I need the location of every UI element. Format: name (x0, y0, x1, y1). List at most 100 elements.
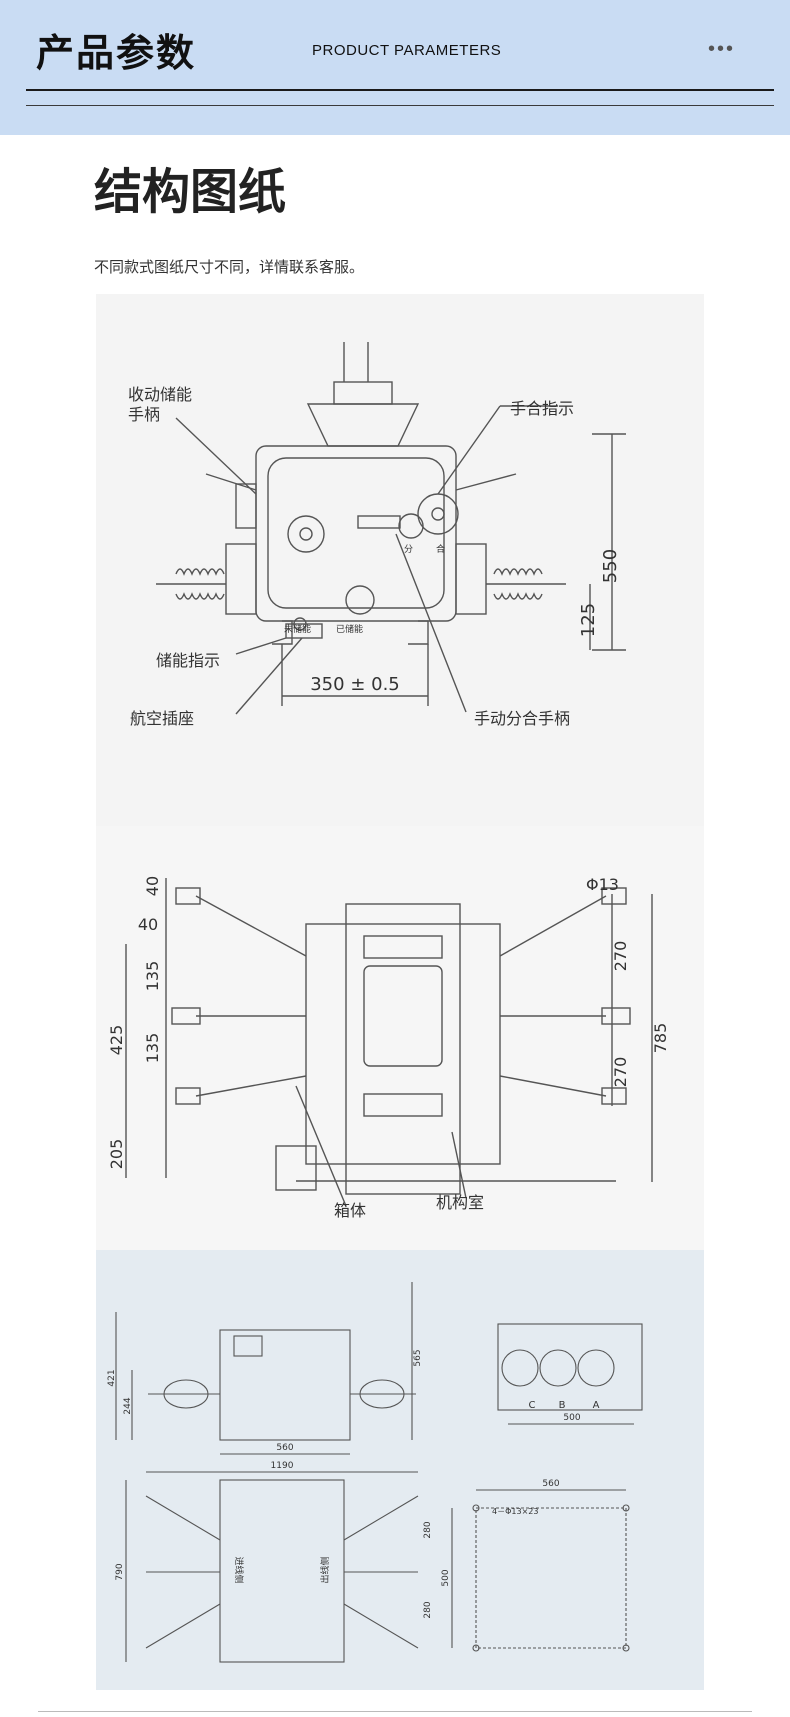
phase-a: A (593, 1400, 600, 1411)
right-foot (408, 620, 429, 645)
label-manual-handle: 手动分合手柄 (474, 709, 570, 728)
dim-500b: 500 (441, 1569, 451, 1586)
top-view-box (305, 923, 501, 1165)
view-d-outline (475, 1507, 627, 1649)
dim-421: 421 (107, 1369, 117, 1386)
leader-manual (395, 533, 467, 713)
leader-close (437, 405, 501, 495)
phase-b: B (559, 1400, 566, 1411)
main-box (255, 445, 457, 622)
leader-storage (235, 637, 287, 655)
top-view-socket (275, 1145, 317, 1191)
top-view-mechanism (345, 903, 461, 1195)
terminal-pad (175, 887, 201, 905)
left-bushing-arms (195, 895, 307, 1097)
top-view-window (363, 965, 443, 1067)
view-c-left-arms (145, 1495, 221, 1649)
mount-hole (472, 1504, 480, 1512)
left-bushing-base (225, 543, 257, 615)
terminal-pad (601, 887, 627, 905)
dim-560b: 560 (542, 1479, 559, 1489)
view-b-box (497, 1323, 643, 1411)
drawing-top-view: 40 40 Φ13 135 135 425 205 270 270 785 箱体… (96, 826, 704, 1250)
top-terminal-block (333, 381, 393, 405)
label-in-line: 进线侧 (233, 1556, 245, 1583)
dim-135b: 135 (143, 1033, 162, 1064)
mount-hole (622, 1504, 630, 1512)
aviation-socket (285, 623, 323, 639)
section-title: 结构图纸 (94, 164, 287, 220)
dim-560a: 560 (276, 1443, 293, 1453)
label-out-line: 出线侧 (319, 1556, 331, 1583)
label-uncharged: 未储能 (284, 623, 311, 635)
leader-mechanism (451, 1131, 467, 1199)
top-view-terminal-top (363, 935, 443, 959)
leader-socket (235, 637, 303, 715)
dim-270a: 270 (611, 941, 630, 972)
inner-panel (267, 457, 445, 609)
label-handle-2: 手柄 (128, 405, 160, 424)
header-title-cn: 产品参数 (36, 31, 197, 75)
dim-565: 565 (413, 1349, 423, 1366)
dim-270b: 270 (611, 1057, 630, 1088)
section-note: 不同款式图纸尺寸不同，详情联系客服。 (94, 258, 365, 276)
dim-785: 785 (651, 1023, 670, 1054)
page-header: 产品参数 PRODUCT PARAMETERS ••• (0, 0, 790, 135)
view-a-window (233, 1335, 263, 1357)
label-open: 分 (404, 544, 413, 555)
terminal-pad (601, 1087, 627, 1105)
header-divider-bottom (26, 105, 774, 106)
view-b-insulator-a (577, 1349, 615, 1387)
terminal-pad (601, 1007, 631, 1025)
switch-bar (357, 515, 401, 529)
close-indicator-center (431, 507, 445, 521)
label-handle: 收动储能 (128, 385, 192, 404)
label-mechanism: 机构室 (436, 1193, 484, 1212)
right-insulator-sheds (493, 568, 543, 600)
dim-790: 790 (115, 1563, 125, 1580)
dim-350: 350 ± 0.5 (310, 674, 400, 695)
label-charged: 已储能 (336, 623, 363, 635)
front-view-svg: 收动储能 手柄 手合指示 储能指示 航空插座 手动分合手柄 分 合 未储能 已储… (128, 342, 626, 728)
switch-knob (398, 513, 424, 539)
dim-125: 125 (578, 603, 599, 637)
left-insulator-sheds (175, 568, 225, 600)
view-c-right-arms (343, 1495, 419, 1649)
multi-view-svg: 421 244 560 565 500 C B A 1190 790 280 2… (107, 1282, 643, 1663)
label-aviation-socket: 航空插座 (130, 709, 194, 728)
label-close: 合 (436, 543, 445, 555)
dim-40a: 40 (143, 876, 162, 896)
dim-500a: 500 (563, 1413, 580, 1423)
handle-dial (287, 515, 325, 553)
drawing-front-view: 收动储能 手柄 手合指示 储能指示 航空插座 手动分合手柄 分 合 未储能 已储… (96, 294, 704, 826)
dim-280a: 280 (423, 1521, 433, 1538)
view-c-box (219, 1479, 345, 1663)
dim-244: 244 (123, 1397, 133, 1414)
more-menu-icon[interactable]: ••• (708, 38, 736, 60)
drawing-multi-view: 421 244 560 565 500 C B A 1190 790 280 2… (96, 1250, 704, 1690)
close-indicator-dial (417, 493, 459, 535)
view-a-right-insulator (359, 1379, 405, 1409)
right-arm (455, 473, 517, 491)
dim-1190: 1190 (271, 1461, 294, 1471)
dim-phi13: Φ13 (586, 875, 619, 894)
leader-handle (175, 417, 257, 495)
top-hopper (306, 403, 420, 447)
label-box: 箱体 (334, 1201, 366, 1220)
view-b-insulator-c (501, 1349, 539, 1387)
handle-dial-center (299, 527, 313, 541)
top-view-terminal-bottom (363, 1093, 443, 1117)
dim-holes: 4－Φ13×23 (492, 1507, 538, 1516)
leader-box (295, 1085, 347, 1207)
view-a-box (219, 1329, 351, 1441)
terminal-pad (171, 1007, 201, 1025)
dim-425: 425 (107, 1025, 126, 1056)
label-storage-indicator: 储能指示 (156, 651, 220, 670)
header-title-en: PRODUCT PARAMETERS (312, 42, 502, 59)
view-a-left-insulator (163, 1379, 209, 1409)
phase-c: C (529, 1400, 536, 1411)
top-view-svg: 40 40 Φ13 135 135 425 205 270 270 785 箱体… (107, 875, 670, 1220)
dim-40b: 40 (138, 915, 158, 934)
right-bushing-base (455, 543, 487, 615)
view-b-insulator-b (539, 1349, 577, 1387)
